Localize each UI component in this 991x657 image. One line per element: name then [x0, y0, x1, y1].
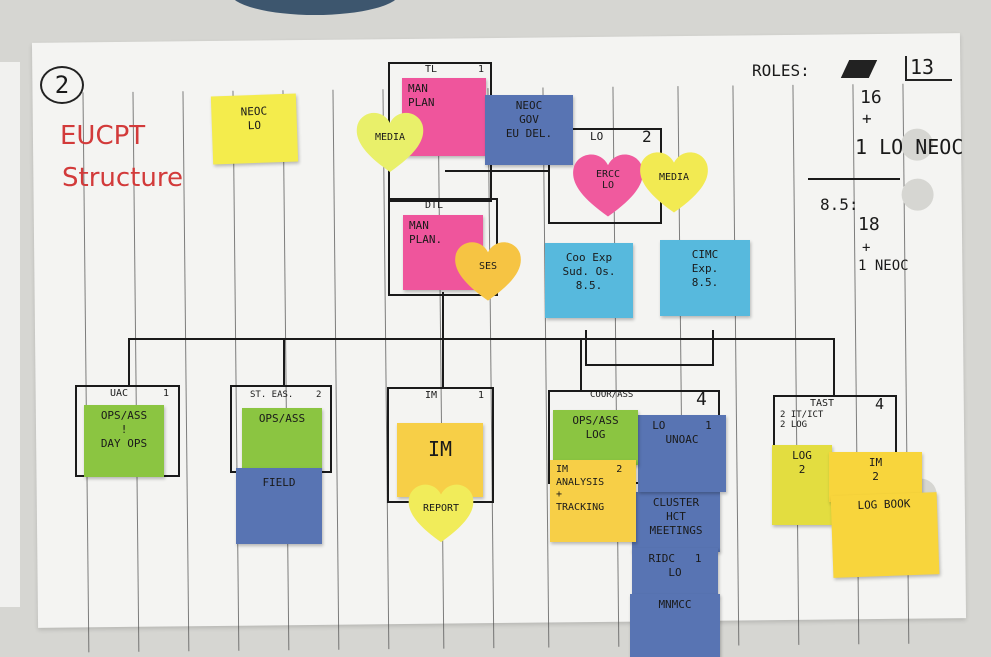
connector	[128, 338, 834, 340]
unit-label: COOR/ASS	[590, 390, 634, 400]
page-number: 2	[40, 66, 84, 104]
unit-count: 2	[316, 390, 322, 400]
chart-subtitle: Structure	[62, 163, 183, 193]
sticky-note-log-book: LOG BOOK	[830, 492, 940, 578]
adjacent-flipchart-sheet	[0, 62, 20, 607]
sticky-note-neoc-lo: NEOC LO	[210, 93, 299, 165]
sticky-note-cimc-exp: CIMC Exp. 8.5.	[660, 240, 750, 316]
sticky-note-ridc-lo: RIDC 1 LO	[632, 548, 718, 598]
connector-bracket	[585, 330, 714, 366]
dtl-label: DTL	[425, 200, 444, 211]
heart-note-media: MEDIA	[354, 108, 426, 174]
roles-neoc: 1 LO NEOC	[855, 135, 964, 159]
connector	[442, 292, 444, 340]
unit-count: 4	[696, 389, 707, 410]
sticky-note-field: FIELD	[236, 468, 322, 544]
tl-label: TL	[425, 64, 438, 75]
sticky-note-st-eas-ops: OPS/ASS	[242, 408, 322, 470]
lo-label: LO	[590, 130, 604, 143]
roles-85-label: 8.5:	[820, 195, 859, 214]
heart-note-ercc-lo: ERCC LO	[570, 150, 646, 218]
divider	[808, 178, 900, 180]
roles-count: 16	[860, 87, 882, 108]
background-object	[230, 0, 400, 15]
sticky-note-ops-ass-log: OPS/ASS LOG	[553, 410, 638, 465]
sticky-note-im-analysis: IM 2 ANALYSIS + TRACKING	[550, 460, 636, 542]
unit-label: IM	[425, 390, 438, 401]
punch-hole	[901, 178, 934, 211]
unit-count: 4	[875, 395, 885, 413]
chart-title: EUCPT	[60, 121, 146, 151]
connector	[128, 338, 130, 386]
roles-85-neoc: 1 NEOC	[858, 258, 909, 274]
roles-85-count: 18	[858, 214, 880, 235]
roles-plus: +	[862, 240, 871, 256]
unit-label: UAC	[110, 388, 129, 399]
sticky-note-mnmcc: MNMCC	[630, 594, 720, 657]
heart-note-media-2: MEDIA	[635, 148, 713, 214]
connector	[580, 338, 582, 390]
connector	[283, 338, 285, 386]
sticky-note-cluster-hct: CLUSTER HCT MEETINGS	[632, 492, 720, 552]
sticky-note-log-2: LOG 2	[772, 445, 832, 525]
connector	[445, 170, 550, 172]
unit-label: TAST	[810, 398, 835, 409]
sticky-note-lo-unoac: LO 1 UNOAC	[638, 415, 726, 492]
unit-count: 1	[478, 390, 485, 401]
sticky-note-uac-ops: OPS/ASS ! DAY OPS	[84, 405, 164, 477]
unit-label: ST. EAS.	[250, 390, 294, 400]
tl-count: 1	[478, 64, 485, 75]
unit-sub: 2 IT/ICT 2 LOG	[780, 410, 824, 431]
roles-label: ROLES:	[752, 61, 810, 80]
sticky-note-coo-exp: Coo Exp Sud. Os. 8.5.	[545, 243, 633, 318]
connector	[833, 338, 835, 396]
roles-total: 13	[905, 56, 953, 81]
sticky-note-neoc-gov: NEOC GOV EU DEL.	[485, 95, 573, 165]
roles-plus: +	[862, 109, 872, 128]
sticky-note-im: IM	[397, 423, 483, 497]
heart-note-report: REPORT	[406, 480, 476, 544]
unit-count: 1	[163, 388, 170, 399]
connector	[442, 338, 444, 388]
lo-count: 2	[642, 127, 652, 146]
heart-note-ses: SES	[450, 238, 526, 302]
